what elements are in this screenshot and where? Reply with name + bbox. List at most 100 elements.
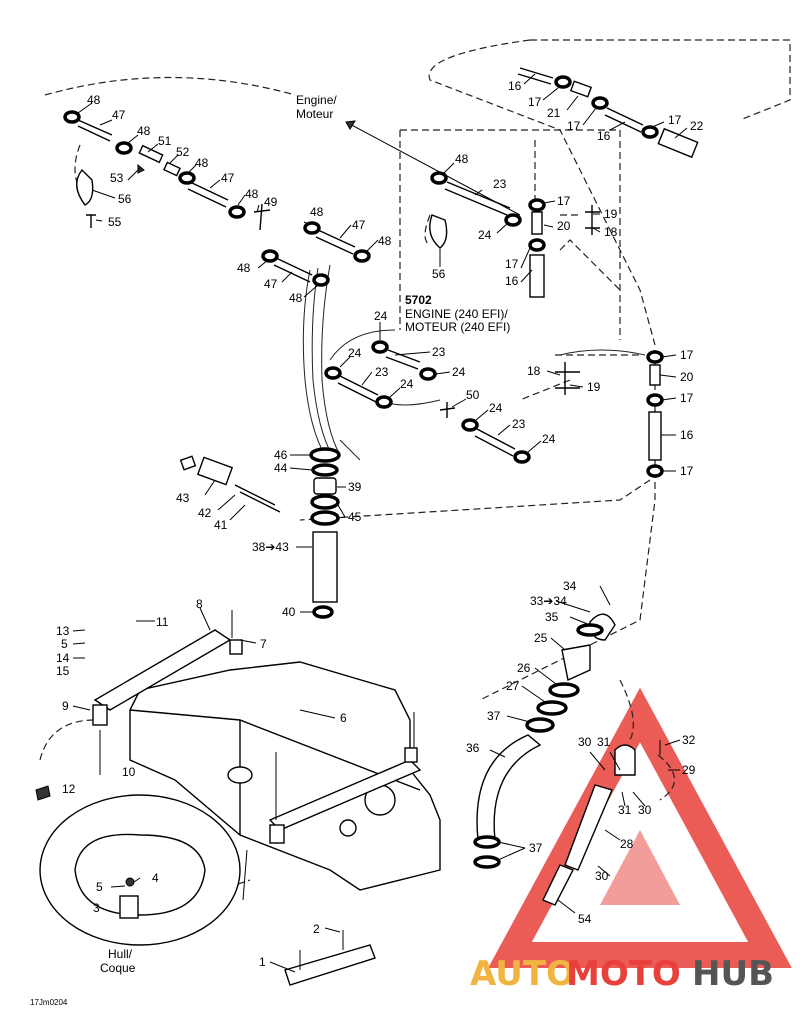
callout-18: 18 [604,225,618,239]
callout-20: 20 [557,219,571,233]
variant-code: 5702 [405,293,432,307]
callout-48: 48 [289,291,303,305]
callout-43: 43 [176,491,190,505]
callout-17: 17 [680,464,694,478]
callout-23: 23 [375,365,389,379]
callout-26: 26 [517,661,531,675]
callout-5: 5 [61,637,68,651]
diagram-labels: Engine/ Moteur 5702 ENGINE (240 EFI)/ MO… [30,93,510,1007]
callout-24: 24 [348,346,362,360]
callout-48: 48 [87,93,101,107]
callout-47: 47 [221,171,235,185]
callout-3: 3 [93,901,100,915]
callout-48: 48 [237,261,251,275]
callout-39: 39 [348,480,362,494]
callout-55: 55 [108,215,122,229]
callout-53: 53 [110,171,124,185]
callout-48: 48 [245,187,259,201]
callout-19: 19 [587,380,601,394]
callout-18: 18 [527,364,541,378]
engine-fuel-fitting-line [517,67,699,159]
callout-44: 44 [274,461,288,475]
callout-38-43: 38➔43 [252,540,289,554]
callout-48: 48 [455,152,469,166]
callout-2: 2 [313,922,320,936]
callout-24: 24 [542,432,556,446]
callout-1: 1 [259,955,266,969]
callout-16: 16 [680,428,694,442]
efi-variant-assembly [429,171,600,298]
variant-engine-label: ENGINE (240 EFI)/ [405,307,508,321]
callout-33-34: 33➔34 [530,594,567,608]
callout-13: 13 [56,624,70,638]
callout-16: 16 [508,79,522,93]
callout-34: 34 [563,579,577,593]
callout-52: 52 [176,145,190,159]
callout-14: 14 [56,651,70,665]
callout-48: 48 [310,205,324,219]
callout-10: 10 [122,765,136,779]
center-vent-hoses [324,340,531,464]
callout-46: 46 [274,448,288,462]
callout-17: 17 [680,391,694,405]
callout-7: 7 [260,637,267,651]
callout-49: 49 [264,195,278,209]
callout-24: 24 [400,377,414,391]
fuel-tank [35,610,441,901]
callout-24: 24 [478,228,492,242]
callout-16: 16 [597,129,611,143]
callout-30: 30 [638,803,652,817]
drawing-reference: 17Jm0204 [30,998,68,1007]
callout-24: 24 [489,401,503,415]
callout-48: 48 [378,234,392,248]
watermark-logo [488,687,792,968]
callout-22: 22 [690,119,704,133]
variant-engine-label-fr: MOTEUR (240 EFI) [405,320,510,334]
watermark-part-2: MOTO [566,954,681,994]
hull-plate [284,930,376,986]
callout-16: 16 [505,274,519,288]
callout-37: 37 [529,841,543,855]
callout-47: 47 [112,108,126,122]
callout-19: 19 [604,207,618,221]
callout-28: 28 [620,837,634,851]
callout-17: 17 [668,113,682,127]
callout-4: 4 [152,871,159,885]
callout-15: 15 [56,664,70,678]
callout-56: 56 [118,192,132,206]
callout-47: 47 [264,277,278,291]
callout-54: 54 [578,912,592,926]
callout-leader-lines [72,73,688,973]
engine-vent-line-assembly [63,110,371,287]
callout-36: 36 [466,741,480,755]
callout-32: 32 [682,733,696,747]
callout-17: 17 [557,194,571,208]
callout-41: 41 [214,518,228,532]
callout-21: 21 [547,106,561,120]
callout-51: 51 [158,134,172,148]
hull-label-fr: Coque [100,961,136,975]
callout-6: 6 [340,711,347,725]
callout-23: 23 [493,177,507,191]
callout-48: 48 [137,124,151,138]
callout-24: 24 [374,309,388,323]
fuel-pickup-assembly [179,447,341,619]
callout-23: 23 [432,345,446,359]
callout-35: 35 [545,610,559,624]
callout-11: 11 [156,615,169,629]
callout-45: 45 [348,510,362,524]
callout-48: 48 [195,156,209,170]
engine-label-fr: Moteur [296,107,333,121]
callout-23: 23 [512,417,526,431]
callout-40: 40 [282,605,296,619]
callout-9: 9 [62,699,69,713]
hull-label: Hull/ [108,947,133,961]
watermark-part-3: HUB [692,954,774,994]
callout-17: 17 [505,257,519,271]
watermark-part-1: AUTO [470,954,575,994]
callout-56: 56 [432,267,446,281]
callout-17: 17 [528,95,542,109]
callout-17: 17 [567,119,581,133]
hull-detail-view [39,794,241,946]
